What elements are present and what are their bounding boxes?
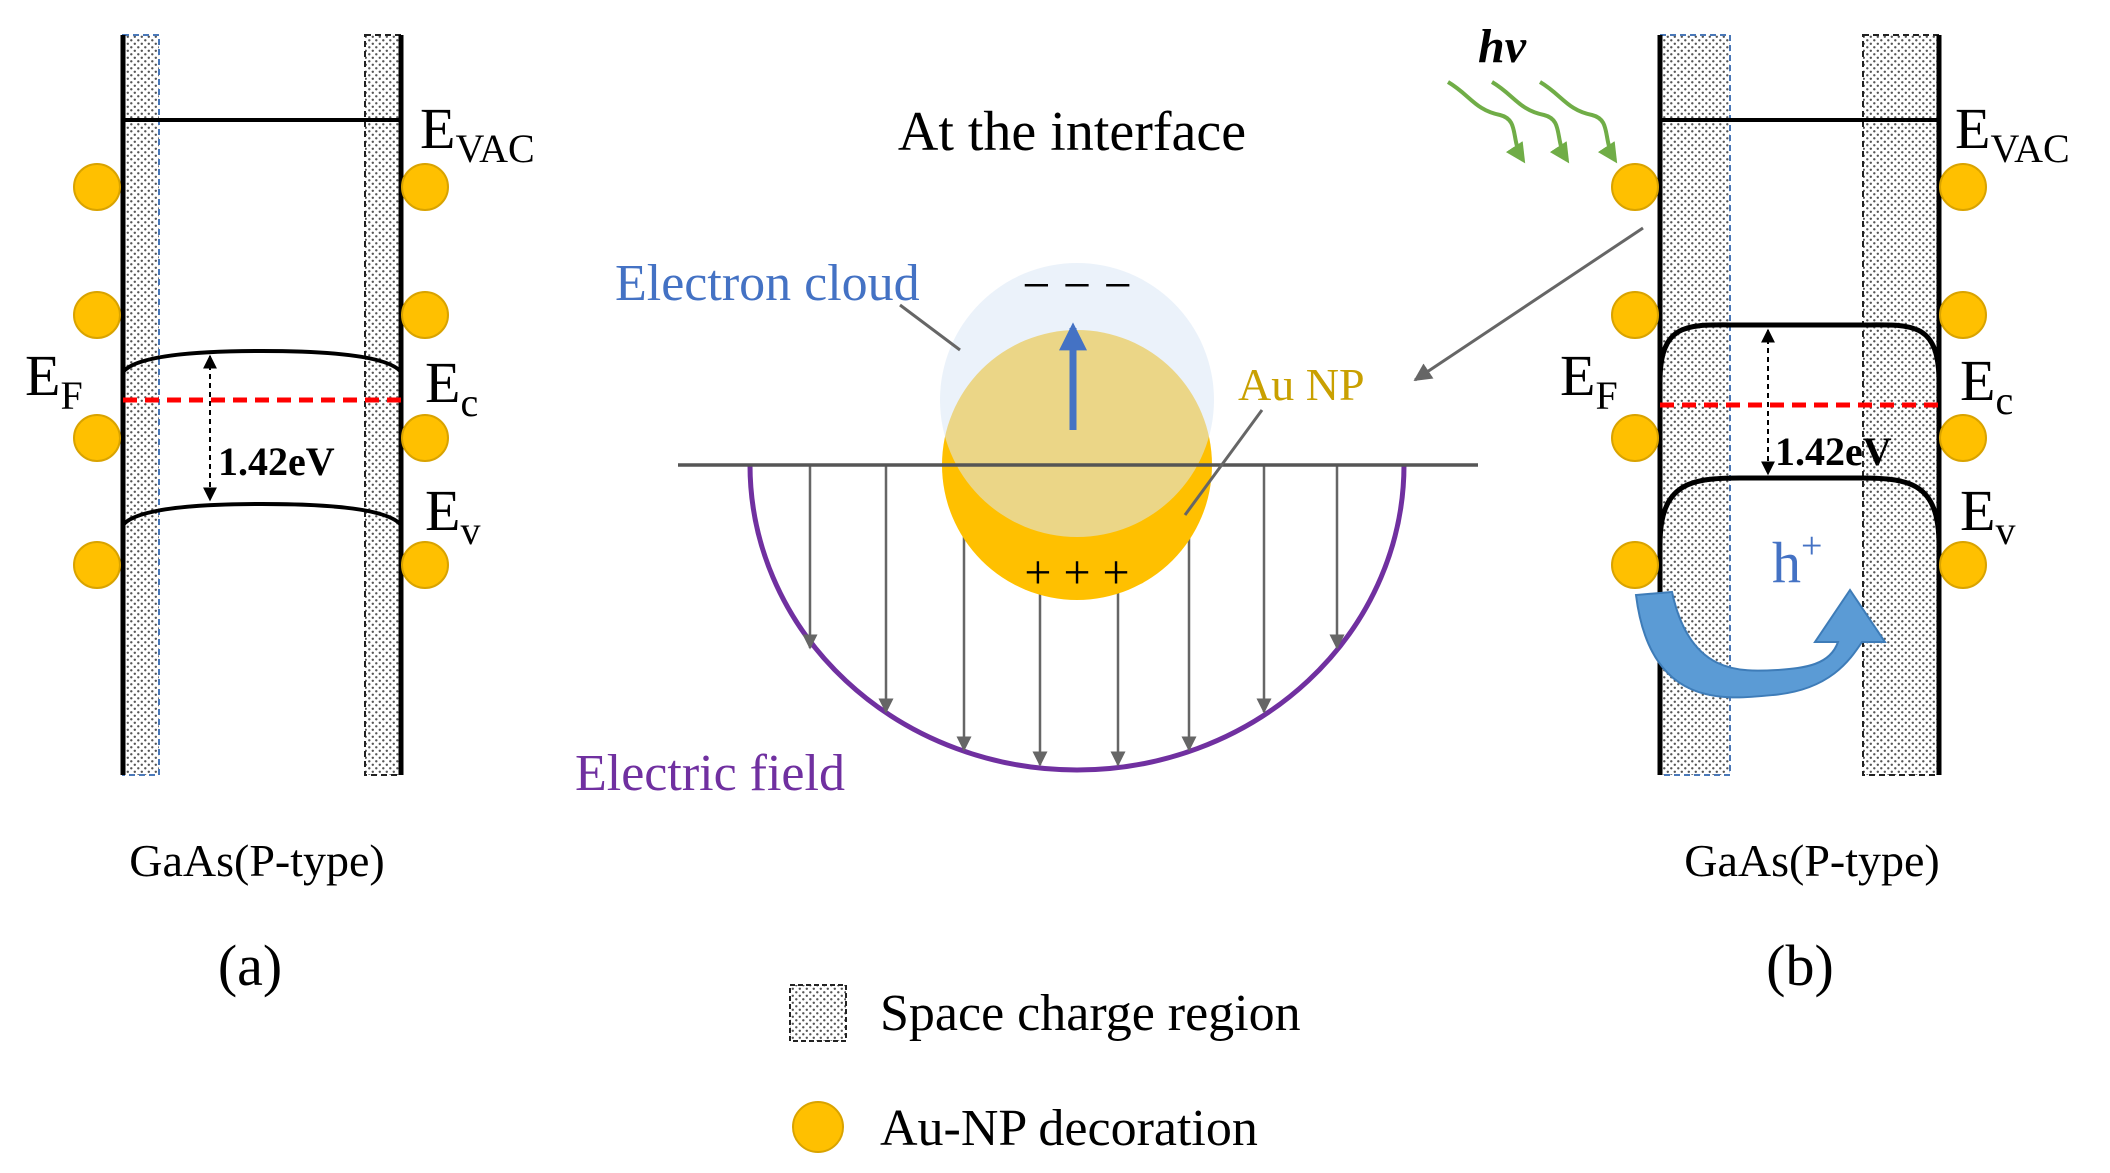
- hole-label: h+: [1772, 525, 1822, 595]
- space-charge-region-right: [364, 34, 402, 776]
- space-charge-legend-label: Space charge region: [880, 985, 1301, 1042]
- material-label: GaAs(P-type): [129, 835, 385, 886]
- electric-field-label: Electric field: [575, 745, 845, 802]
- au-np-legend-icon: [792, 1101, 844, 1153]
- au-np-pointer: [1183, 409, 1264, 516]
- conduction-band-label: Ec: [425, 350, 478, 425]
- fermi-level-label: EF: [1560, 343, 1618, 418]
- light-rays-icon: [1446, 80, 1618, 164]
- au-np-legend-label: Au-NP decoration: [880, 1100, 1258, 1157]
- au-np-icon: [1939, 291, 1987, 339]
- valence-band-line: [1657, 475, 1942, 546]
- au-np-icon: [73, 163, 121, 211]
- negative-charges: − − −: [1022, 257, 1132, 313]
- valence-band-label: Ev: [425, 478, 480, 553]
- au-np-icon: [401, 541, 449, 589]
- electric-field-curve: [747, 464, 1407, 773]
- space-charge-swatch: [789, 984, 847, 1042]
- au-np-icon: [1939, 163, 1987, 211]
- au-np-icon: [401, 163, 449, 211]
- panel-b-label: (b): [1766, 933, 1834, 998]
- au-np-icon: [1611, 291, 1659, 339]
- au-np-icon: [1611, 414, 1659, 462]
- au-np-icon: [73, 414, 121, 462]
- electron-cloud-pointer: [899, 303, 961, 352]
- panel-a-label: (a): [218, 933, 282, 998]
- panel-a: EVAC EF Ec Ev 1.42eV GaAs(P-type) (a): [25, 34, 535, 998]
- au-np-icon: [73, 541, 121, 589]
- au-np-icon: [1611, 541, 1659, 589]
- valence-band-line: [121, 501, 403, 527]
- interface-title: At the interface: [898, 101, 1246, 163]
- conduction-band-line: [121, 348, 403, 374]
- electron-cloud: [940, 263, 1214, 537]
- band-gap-label: 1.42eV: [218, 439, 335, 484]
- au-np-icon: [1939, 414, 1987, 462]
- vacuum-level-label: EVAC: [1955, 96, 2070, 171]
- vacuum-level-label: EVAC: [420, 96, 535, 171]
- zoom-pointer: [1413, 226, 1644, 382]
- au-np-icon: [401, 414, 449, 462]
- space-charge-region-left: [122, 34, 160, 776]
- panel-b: hv EVAC EF Ec Ev 1.42eV h+ GaAs(P-type) …: [1446, 20, 2070, 998]
- au-np-icon: [401, 291, 449, 339]
- band-gap-label: 1.42eV: [1775, 429, 1892, 474]
- hole-transfer-arrow: [1634, 588, 1887, 699]
- light-label: hv: [1478, 20, 1527, 73]
- legend: Space charge region Au-NP decoration: [789, 984, 1301, 1157]
- positive-charges: + + +: [1024, 546, 1129, 599]
- conduction-band-line: [1657, 322, 1942, 383]
- valence-band-label: Ev: [1960, 478, 2015, 553]
- material-label: GaAs(P-type): [1684, 835, 1940, 886]
- au-np-icon: [1939, 541, 1987, 589]
- au-np-icon: [1611, 163, 1659, 211]
- au-np-label: Au NP: [1238, 359, 1365, 410]
- conduction-band-label: Ec: [1960, 348, 2013, 423]
- fermi-level-label: EF: [25, 343, 83, 418]
- au-np-icon: [73, 291, 121, 339]
- electron-cloud-label: Electron cloud: [615, 255, 920, 312]
- interface-detail: At the interface − − − + + + Electron cl…: [575, 101, 1644, 802]
